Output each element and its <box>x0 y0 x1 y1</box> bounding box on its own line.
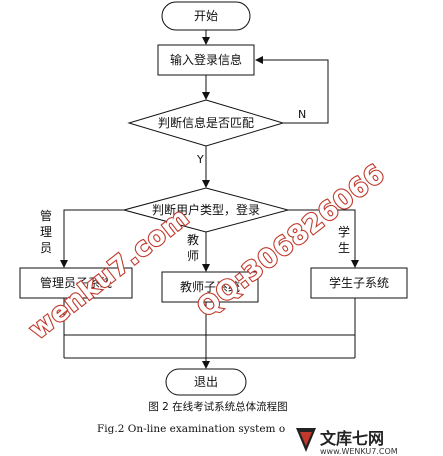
svg-text:生: 生 <box>338 241 350 255</box>
teacher-subsystem-node: 教师子系统 <box>161 271 259 303</box>
wenku7-logo: 文库七网 www.WENKU7.COM <box>296 428 398 456</box>
match-decision-node: 判断信息是否匹配 <box>127 99 285 147</box>
svg-text:理: 理 <box>40 225 52 239</box>
edge-no-loop <box>255 56 329 124</box>
admin-subsystem-node: 管理员子系统 <box>19 267 133 299</box>
edge-label-admin: 管 理 员 <box>40 208 52 255</box>
input-login-node: 输入登录信息 <box>157 44 255 76</box>
input-login-label: 输入登录信息 <box>170 52 242 67</box>
edge-label-teacher: 教 师 <box>187 232 199 263</box>
start-node: 开始 <box>161 1 251 31</box>
svg-text:学: 学 <box>338 224 350 239</box>
caption-chinese: 图 2 在线考试系统总体流程图 <box>148 400 287 413</box>
logo-url: www.WENKU7.COM <box>320 447 398 456</box>
admin-subsystem-label: 管理员子系统 <box>40 275 112 290</box>
student-subsystem-label: 学生子系统 <box>329 275 389 290</box>
edge-student-branch <box>288 209 359 268</box>
edge-admin-branch <box>60 209 124 268</box>
svg-text:员: 员 <box>40 241 52 255</box>
user-type-decision-label: 判断用户类型，登录 <box>152 202 260 217</box>
start-label: 开始 <box>194 9 218 23</box>
teacher-subsystem-label: 教师子系统 <box>180 279 240 294</box>
edge-label-student: 学 生 <box>338 224 350 255</box>
watermark-qq: QQ:306826066 <box>192 159 391 324</box>
exit-node: 退出 <box>165 368 247 396</box>
logo-name: 文库七网 <box>320 429 384 448</box>
svg-text:管: 管 <box>40 208 52 223</box>
student-subsystem-node: 学生子系统 <box>310 267 408 299</box>
match-decision-label: 判断信息是否匹配 <box>158 115 254 130</box>
caption-english: Fig.2 On-line examination system o <box>97 423 285 435</box>
exit-label: 退出 <box>194 375 218 389</box>
edge-label-yes: Y <box>196 153 204 166</box>
edge-label-no: N <box>298 108 306 121</box>
svg-text:师: 师 <box>187 249 199 263</box>
user-type-decision-node: 判断用户类型，登录 <box>122 187 290 233</box>
svg-text:教: 教 <box>187 232 199 247</box>
